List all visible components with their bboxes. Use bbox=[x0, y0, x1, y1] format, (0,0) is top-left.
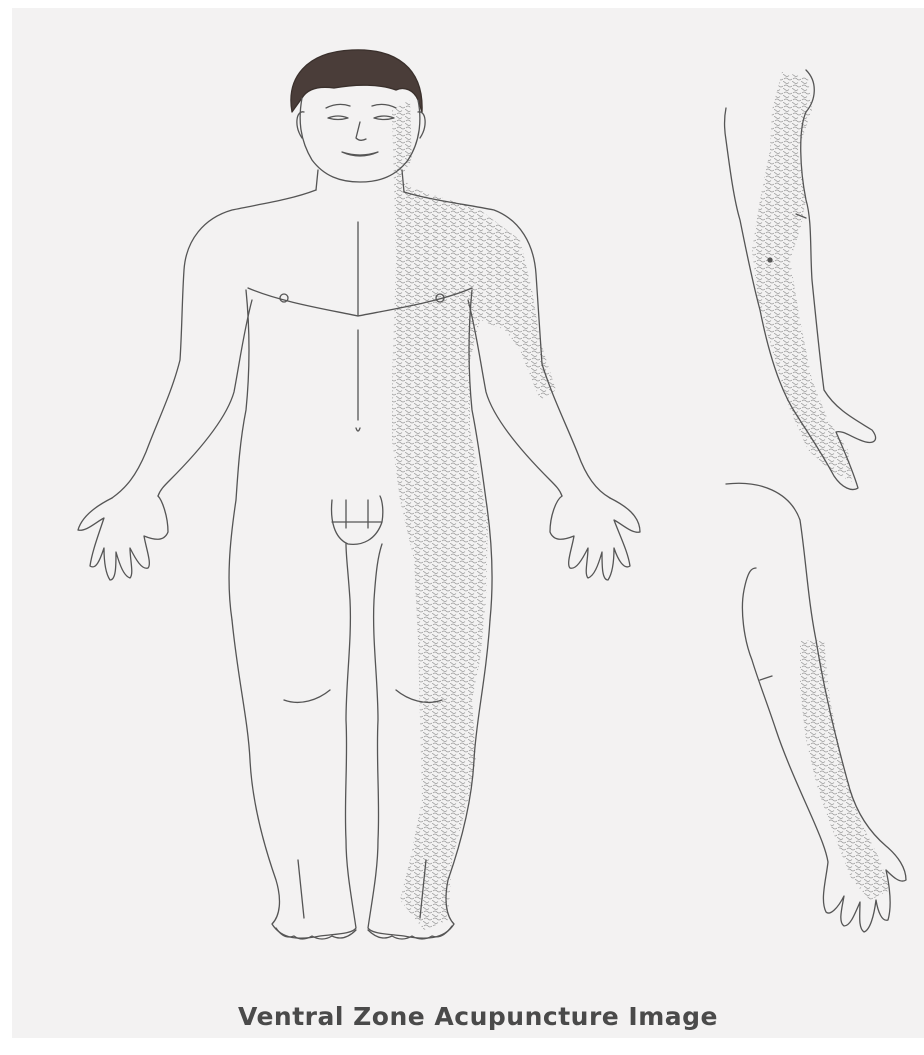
left-eyebrow bbox=[326, 104, 350, 108]
arm-upper-zone-shading bbox=[752, 72, 852, 482]
left-eye bbox=[328, 116, 348, 120]
left-leg-outer bbox=[232, 544, 356, 938]
torso-left-outline bbox=[112, 190, 316, 498]
left-leg-inner bbox=[284, 690, 330, 918]
left-inner-arm bbox=[158, 300, 252, 496]
mouth bbox=[342, 152, 378, 156]
body-figure bbox=[78, 50, 640, 939]
hair bbox=[291, 50, 422, 112]
ventral-zone-shading bbox=[392, 100, 556, 930]
groin bbox=[332, 496, 383, 544]
right-eyebrow bbox=[372, 104, 396, 108]
left-waist bbox=[229, 290, 249, 620]
diagram-caption: Ventral Zone Acupuncture Image bbox=[238, 1002, 798, 1031]
acupuncture-diagram bbox=[0, 0, 924, 1000]
navel bbox=[356, 428, 360, 431]
right-eye bbox=[374, 116, 394, 120]
arm-lower-elbow bbox=[760, 676, 772, 680]
arm-view-lower bbox=[726, 483, 906, 932]
left-hand bbox=[78, 496, 168, 580]
nose bbox=[356, 122, 366, 140]
left-nipple bbox=[280, 294, 288, 302]
right-hand bbox=[550, 496, 640, 580]
right-toes bbox=[368, 926, 452, 939]
arm-view-upper bbox=[725, 70, 876, 490]
arm-upper-point bbox=[768, 258, 772, 262]
neck bbox=[316, 170, 404, 192]
